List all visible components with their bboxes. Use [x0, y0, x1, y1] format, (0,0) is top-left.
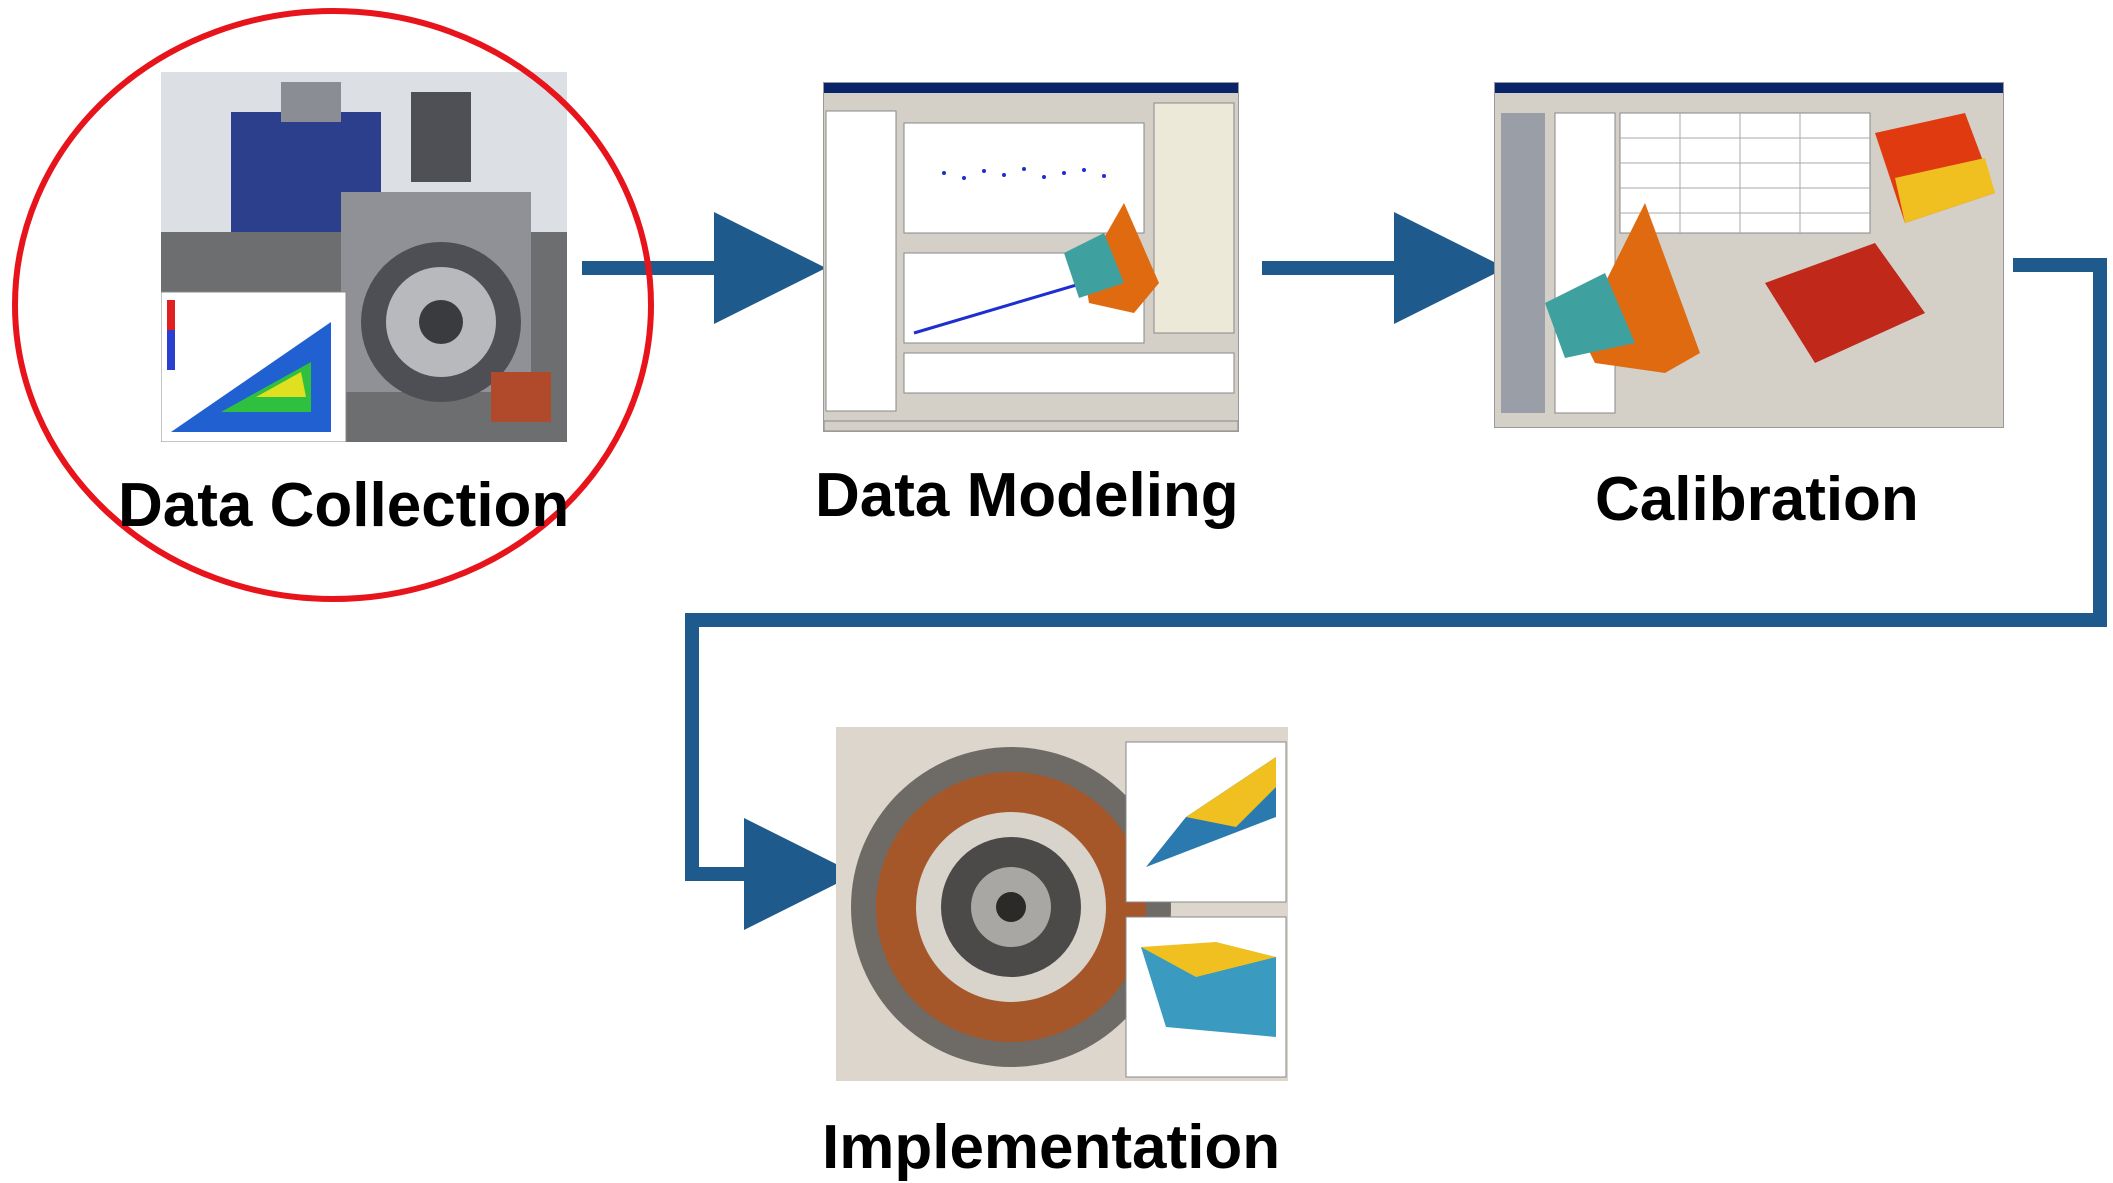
- calibration-image: [1494, 82, 2004, 428]
- stage-label-calibration: Calibration: [1595, 465, 1919, 534]
- data-collection-image: [161, 72, 567, 442]
- implementation-image: [836, 727, 1288, 1081]
- arrow-calibration-to-implementation: [685, 258, 2107, 930]
- stage-label-implementation: Implementation: [822, 1113, 1281, 1182]
- data-modeling-image: [823, 82, 1239, 432]
- highlight-circle: [12, 8, 654, 602]
- stage-label-data-collection: Data Collection: [118, 471, 570, 540]
- stage-label-data-modeling: Data Modeling: [815, 461, 1239, 530]
